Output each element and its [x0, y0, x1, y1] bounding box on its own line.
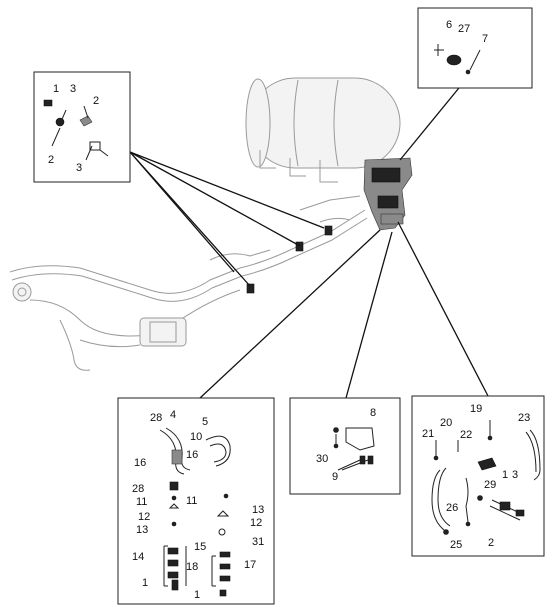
callout-c6: 16 — [186, 449, 198, 461]
callout-c4: 10 — [190, 431, 202, 443]
box-b-parts — [434, 44, 481, 75]
detail-box-b: 6 27 7 — [417, 7, 533, 89]
callout-c7: 28 — [132, 483, 144, 495]
callout-c20: 1 — [194, 589, 200, 601]
box-a-parts — [43, 99, 109, 161]
callout-e6: 1 — [502, 469, 508, 481]
callout-a3: 2 — [93, 95, 99, 107]
callout-c8: 11 — [136, 496, 147, 508]
callout-c16: 14 — [132, 551, 144, 563]
callout-c3: 5 — [202, 416, 208, 428]
callout-a1: 1 — [53, 83, 59, 95]
callout-b1: 6 — [446, 19, 452, 31]
callout-c5: 16 — [134, 457, 146, 469]
callout-c2: 4 — [170, 409, 176, 421]
callout-d2: 30 — [316, 453, 328, 465]
fuel-tank — [245, 77, 401, 183]
callout-d3: 9 — [332, 471, 338, 483]
callout-c18: 17 — [244, 559, 256, 571]
filter-housing — [12, 282, 187, 347]
box-c-parts — [159, 427, 231, 597]
callout-e9: 26 — [446, 502, 458, 514]
callout-e4: 21 — [422, 428, 434, 440]
callout-e10: 25 — [450, 539, 462, 551]
callout-e3: 23 — [518, 412, 530, 424]
box-e-parts — [431, 420, 541, 535]
hose-clip-marks — [246, 225, 333, 294]
callout-c10: 13 — [252, 504, 264, 516]
callout-c19: 1 — [142, 577, 148, 589]
callout-c9: 11 — [186, 495, 197, 507]
callout-c11: 12 — [138, 511, 150, 523]
callout-c12: 12 — [250, 517, 262, 529]
box-d-parts — [333, 427, 375, 471]
callout-e2: 20 — [440, 417, 452, 429]
detail-box-a: 1 3 2 2 3 — [33, 71, 131, 183]
callout-e5: 22 — [460, 429, 472, 441]
callout-b3: 7 — [482, 33, 488, 45]
detail-box-e: 19 20 23 21 22 1 3 29 26 25 2 — [411, 395, 545, 557]
hose-routing — [9, 195, 368, 371]
callout-c15: 15 — [194, 541, 206, 553]
callout-d1: 8 — [370, 407, 376, 419]
callout-a5: 3 — [76, 162, 82, 174]
callout-c14: 31 — [252, 536, 264, 548]
callout-c17: 18 — [186, 561, 198, 573]
callout-e1: 19 — [470, 403, 482, 415]
detail-box-d: 8 30 9 — [289, 397, 401, 495]
callout-e7: 3 — [512, 469, 518, 481]
callout-b2: 27 — [458, 23, 470, 35]
callout-c13: 13 — [136, 524, 148, 536]
callout-a2: 3 — [70, 83, 76, 95]
valve-block — [363, 157, 413, 231]
callout-e11: 2 — [488, 537, 494, 549]
callout-e8: 29 — [484, 479, 496, 491]
detail-box-c: 28 4 5 10 16 16 28 11 11 13 12 12 13 31 … — [117, 397, 275, 605]
callout-a4: 2 — [48, 154, 54, 166]
callout-c1: 28 — [150, 412, 162, 424]
